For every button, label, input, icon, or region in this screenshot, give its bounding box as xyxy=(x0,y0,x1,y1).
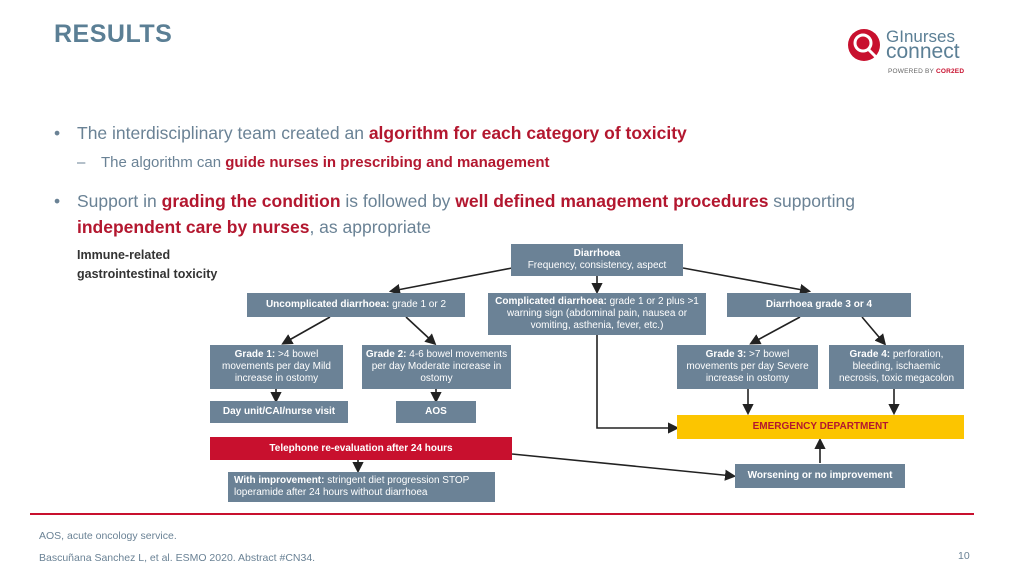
slide-title: RESULTS xyxy=(54,20,173,48)
emergency-department-box: EMERGENCY DEPARTMENT xyxy=(677,415,964,439)
logo-line2: connect xyxy=(886,40,960,63)
footnote-reference: Bascuñana Sanchez L, et al. ESMO 2020. A… xyxy=(39,552,316,564)
uncomplicated-diarrhoea-box: Uncomplicated diarrhoea: grade 1 or 2 xyxy=(247,293,465,317)
flow-category-label: Immune-related gastrointestinal toxicity xyxy=(77,248,218,281)
complicated-diarrhoea-box: Complicated diarrhoea: grade 1 or 2 plus… xyxy=(488,293,706,335)
telephone-reevaluation-box: Telephone re-evaluation after 24 hours xyxy=(210,437,512,460)
bullet-dot-1: • xyxy=(54,123,61,143)
bullet-2: Support in grading the condition is foll… xyxy=(77,191,856,237)
grade-2-box: Grade 2: 4-6 bowel movements per day Mod… xyxy=(362,345,511,389)
grade-3-box: Grade 3: >7 bowel movements per day Seve… xyxy=(677,345,818,389)
bullet-1: The interdisciplinary team created an al… xyxy=(77,123,687,143)
bullet-dot-2: • xyxy=(54,191,61,211)
grade-1-box: Grade 1: >4 bowel movements per day Mild… xyxy=(210,345,343,389)
with-improvement-box: With improvement: stringent diet progres… xyxy=(228,472,495,502)
logo-powered-by: POWERED BY COR2ED xyxy=(888,68,965,75)
sub-bullet-dash: – xyxy=(77,154,86,171)
gi-nurses-logo-icon xyxy=(848,29,880,61)
aos-box: AOS xyxy=(396,401,476,423)
diarrhoea-grade-3-4-box: Diarrhoea grade 3 or 4 xyxy=(727,293,911,317)
footer-divider xyxy=(30,513,974,515)
grade-4-box: Grade 4: perforation, bleeding, ischaemi… xyxy=(829,345,964,389)
sub-bullet-1: The algorithm can guide nurses in prescr… xyxy=(101,154,550,171)
footnote-abbreviation: AOS, acute oncology service. xyxy=(39,530,177,542)
page-number: 10 xyxy=(958,550,970,562)
day-unit-box: Day unit/CAI/nurse visit xyxy=(210,401,348,423)
worsening-box: Worsening or no improvement xyxy=(735,464,905,488)
logo-line1: GInurses xyxy=(886,27,955,46)
